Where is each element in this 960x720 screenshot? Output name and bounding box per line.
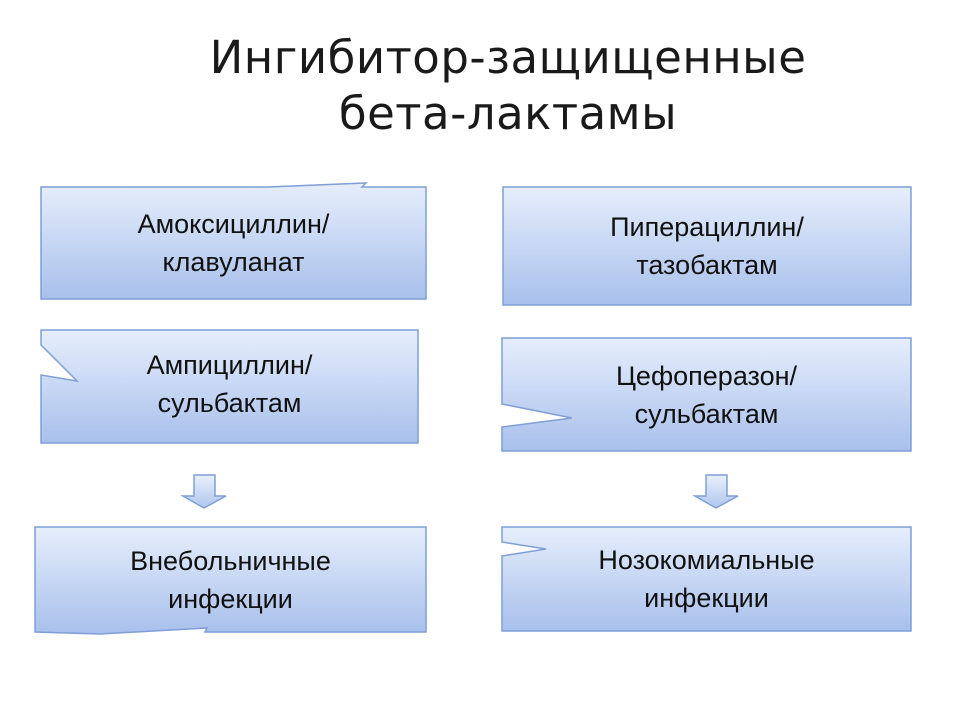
box-piperacillin xyxy=(502,186,912,306)
down-arrow-icon xyxy=(180,474,227,509)
down-arrow-icon xyxy=(692,474,739,509)
box-text-line: Цефоперазон/ xyxy=(615,360,798,391)
title-line-1: Ингибитор-защищенные xyxy=(209,31,807,84)
box-community xyxy=(34,526,427,635)
label-ampicillin: Ампициллин/ сульбактам xyxy=(41,330,418,438)
label-amoxicillin: Амоксициллин/ клавуланат xyxy=(41,187,426,299)
box-amoxicillin xyxy=(40,182,427,300)
box-text-line: сульбактам xyxy=(157,388,302,418)
box-text-line: Ампициллин/ xyxy=(146,350,313,380)
box-text-line: тазобактам xyxy=(636,250,778,280)
box-text-line: инфекции xyxy=(644,583,769,613)
box-text-line: инфекции xyxy=(168,583,293,614)
label-nosocomial: Нозокомиальные инфекции xyxy=(502,527,911,631)
box-text-line: Амоксициллин/ xyxy=(137,209,330,239)
box-ampicillin xyxy=(40,329,419,444)
box-text-line: Внебольничные xyxy=(130,545,331,576)
box-nosocomial xyxy=(501,526,912,632)
label-community: Внебольничные инфекции xyxy=(35,527,426,632)
box-text-line: сульбактам xyxy=(634,398,779,429)
box-text-line: клавуланат xyxy=(162,247,305,277)
label-cefoperazone: Цефоперазон/ сульбактам xyxy=(502,338,911,451)
label-piperacillin: Пиперациллин/ тазобактам xyxy=(503,187,911,305)
slide-title: Ингибитор-защищенные бета-лактамы xyxy=(0,30,960,142)
title-line-2: бета-лактамы xyxy=(338,87,678,140)
box-text-line: Нозокомиальные xyxy=(598,545,815,575)
box-cefoperazone xyxy=(501,337,912,452)
box-text-line: Пиперациллин/ xyxy=(610,212,804,242)
